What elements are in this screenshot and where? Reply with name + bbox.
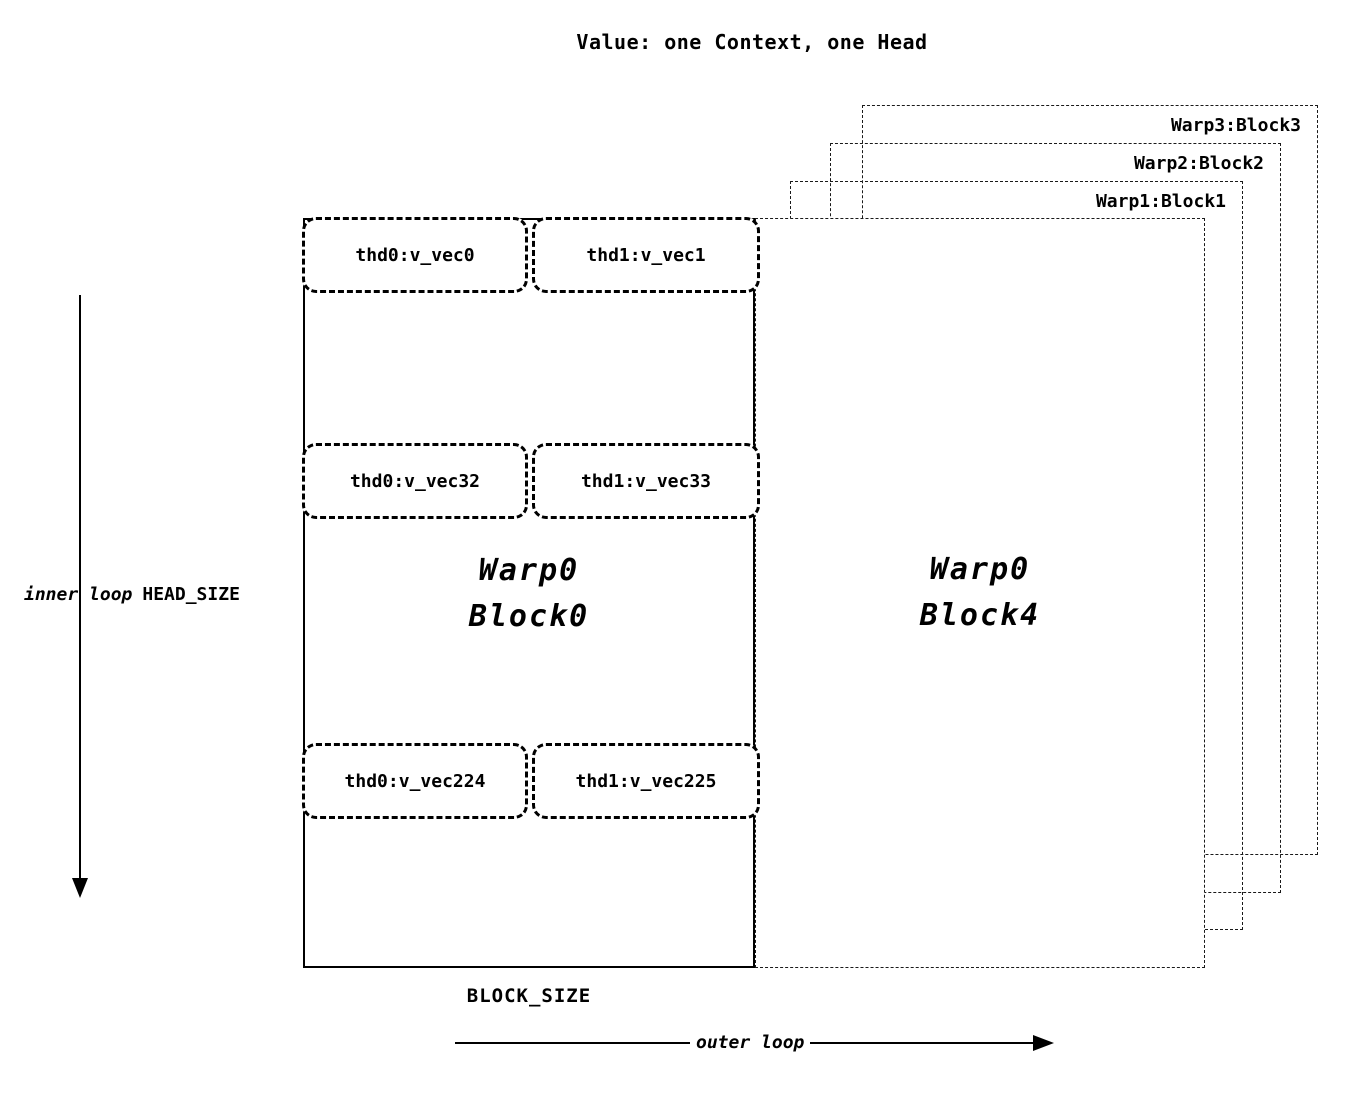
block-size-label: BLOCK_SIZE: [466, 985, 592, 1007]
thread-vector-cell: thd0:v_vec32: [302, 443, 528, 519]
warp0-block0-label-line1: Warp0: [478, 553, 580, 588]
warp0-block4-label-line2: Block4: [919, 598, 1041, 633]
thread-vector-cell: thd0:v_vec0: [302, 217, 528, 293]
warp0-block4-rect: Warp0 Block4: [755, 218, 1205, 968]
inner-loop-head-size-label: inner loop HEAD_SIZE: [24, 584, 240, 605]
warp3-block3-label: Warp3:Block3: [1168, 115, 1303, 136]
warp0-block4-label-line1: Warp0: [929, 552, 1031, 587]
inner-loop-label: inner loop: [24, 584, 133, 605]
warp0-block0-rect: thd0:v_vec0 thd1:v_vec1 thd0:v_vec32 thd…: [302, 217, 760, 968]
head-size-label: HEAD_SIZE: [142, 584, 240, 605]
thread-vector-cell: thd0:v_vec224: [302, 743, 528, 819]
warp0-block0-label-line2: Block0: [468, 599, 590, 634]
thread-vector-cell: thd1:v_vec1: [532, 217, 760, 293]
diagram-title: Value: one Context, one Head: [576, 30, 928, 54]
warp2-block2-label: Warp2:Block2: [1131, 153, 1266, 174]
thread-vector-cell: thd1:v_vec33: [532, 443, 760, 519]
outer-loop-label: outer loop: [690, 1032, 811, 1053]
warp0-block0-label: Warp0 Block0: [305, 548, 753, 640]
warp0-block4-label: Warp0 Block4: [756, 547, 1204, 639]
thread-vector-cell: thd1:v_vec225: [532, 743, 760, 819]
warp1-block1-label: Warp1:Block1: [1093, 191, 1228, 212]
